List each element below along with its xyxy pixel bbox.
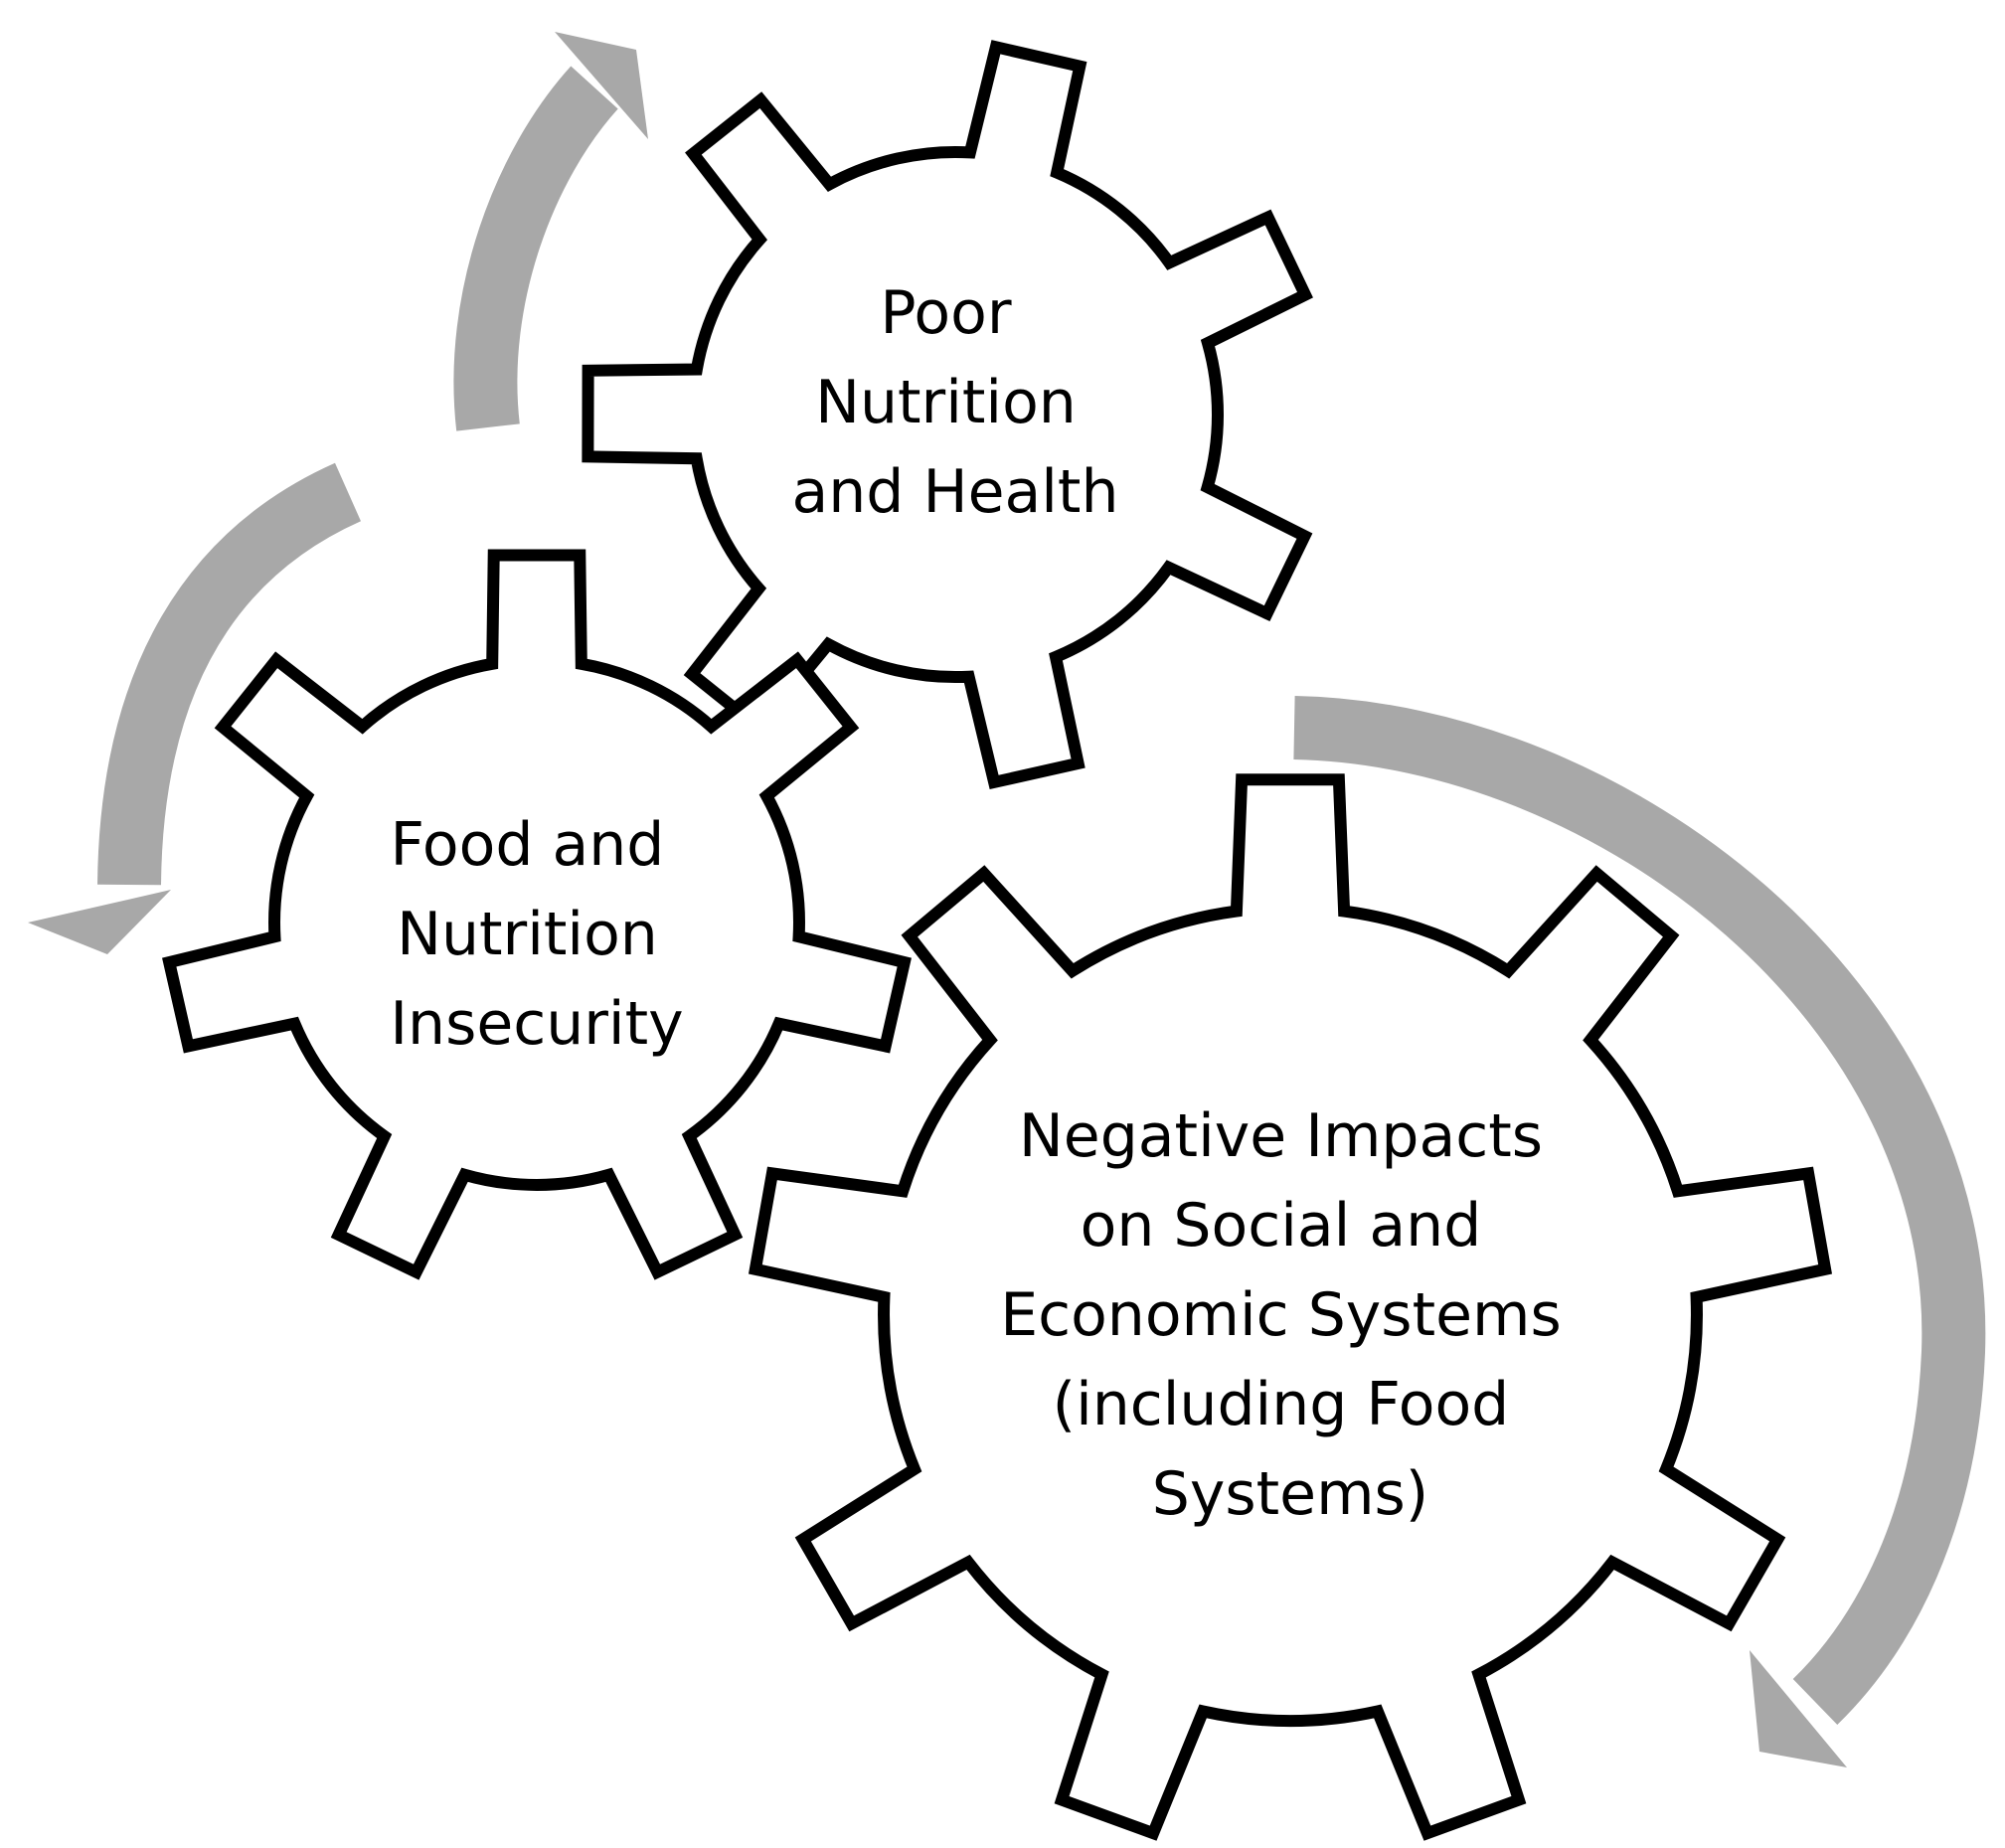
label-line: Nutrition (815, 368, 1077, 437)
arrow-band (1293, 696, 1986, 1725)
gear-poor-nutrition-health (582, 40, 1313, 790)
label-line: Food and (391, 810, 665, 880)
arrow-band (97, 462, 362, 886)
gear-label-food-nutrition-insecurity: Food and Nutrition Insecurity (390, 810, 683, 1059)
gear-food-nutrition-insecurity (162, 549, 912, 1280)
arrow-to-food-insecurity (28, 462, 362, 954)
arrow-band (453, 66, 619, 431)
gear-negative-impacts (748, 773, 1833, 1841)
gear-label-poor-nutrition-health: Poor Nutrition and Health (792, 278, 1119, 527)
label-line: Insecurity (390, 989, 683, 1059)
label-line: (including Food (1053, 1370, 1510, 1439)
arrow-head-icon (555, 32, 648, 139)
arrow-to-poor-nutrition (453, 32, 648, 431)
arrow-head-icon (28, 890, 171, 954)
label-line: on Social and (1081, 1191, 1482, 1260)
label-line: and Health (792, 457, 1119, 527)
label-line: Negative Impacts (1019, 1101, 1543, 1171)
label-line: Systems) (1152, 1459, 1428, 1529)
gear-label-negative-impacts: Negative Impacts on Social and Economic … (1000, 1101, 1581, 1529)
arrow-to-negative-impacts (1293, 696, 1986, 1767)
arrow-head-icon (1750, 1650, 1847, 1767)
label-line: Nutrition (397, 900, 658, 969)
label-line: Poor (880, 278, 1011, 348)
label-line: Economic Systems (1000, 1280, 1562, 1350)
